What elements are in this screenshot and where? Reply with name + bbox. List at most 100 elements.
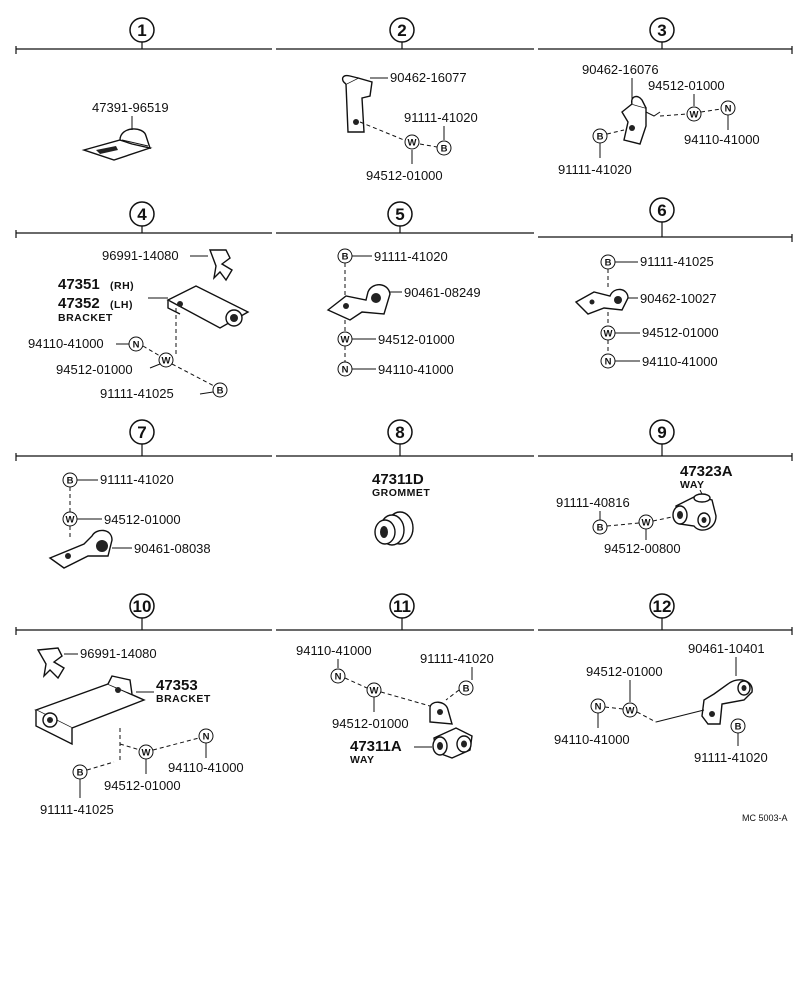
- part-label: 94512-01000: [642, 325, 719, 340]
- svg-text:B: B: [605, 258, 612, 269]
- part-label: 47352: [58, 295, 100, 312]
- way-part-drawing: [672, 493, 717, 531]
- grommet-part-drawing: [374, 511, 414, 546]
- panel-9: 9 47323A WAY 91111-40816 B W 94512-00800: [538, 419, 793, 556]
- part-label: 47323A: [680, 463, 733, 480]
- part-label: 91111-41025: [40, 802, 114, 817]
- part-label: 94512-01000: [586, 664, 663, 679]
- nut-symbol: [330, 668, 346, 684]
- svg-text:W: W: [370, 686, 379, 697]
- svg-text:GROMMET: GROMMET: [372, 487, 430, 499]
- panel-10: 10 96991-14080 47353 BRACKET W N 94110-4…: [15, 593, 272, 817]
- panel-number: 4: [137, 205, 147, 224]
- part-label: 94512-01000: [378, 332, 455, 347]
- part-label: 47311D: [372, 471, 424, 488]
- panel-7: 7 B 91111-41020 W 94512-01000 90461-0803…: [15, 419, 272, 569]
- svg-text:N: N: [605, 357, 612, 368]
- part-label: 90461-08038: [134, 541, 211, 556]
- part-label: 94512-01000: [104, 512, 181, 527]
- svg-text:B: B: [597, 132, 604, 143]
- svg-text:W: W: [142, 748, 151, 759]
- part-label: 94110-41000: [168, 760, 244, 775]
- panel-number: 11: [393, 597, 411, 616]
- svg-text:W: W: [690, 110, 699, 121]
- part-label: 90461-10401: [688, 641, 765, 656]
- panel-number: 3: [657, 21, 666, 40]
- panel-number: 6: [657, 201, 666, 220]
- bolt-symbol: [592, 519, 608, 535]
- washer-symbol: [686, 106, 702, 122]
- part-label: 94110-41000: [28, 336, 104, 351]
- svg-text:N: N: [335, 672, 342, 683]
- part-label: 94512-01000: [104, 778, 181, 793]
- clamp-part-drawing: [341, 74, 373, 133]
- part-label: 96991-14080: [80, 646, 157, 661]
- part-label: 94110-41000: [642, 354, 718, 369]
- panel-4: 4 96991-14080 47351 (RH) 47352 (LH) BRAC…: [15, 201, 272, 401]
- svg-text:N: N: [342, 365, 349, 376]
- svg-text:W: W: [604, 329, 613, 340]
- svg-text:B: B: [597, 523, 604, 534]
- figure-code: MC 5003-A: [742, 813, 788, 823]
- bolt-symbol: [436, 140, 452, 156]
- svg-text:W: W: [66, 515, 75, 526]
- clamp-part-drawing: [701, 679, 753, 725]
- clip-part-drawing: [36, 647, 65, 680]
- panel-11: 11 94110-41000 N 91111-41020 B W 94512-0…: [276, 593, 534, 766]
- svg-text:WAY: WAY: [680, 479, 704, 491]
- part-label: 90462-16076: [582, 62, 659, 77]
- bolt-symbol: [458, 680, 474, 696]
- way-part-drawing: [429, 701, 473, 759]
- part-label: 91111-41025: [100, 386, 174, 401]
- svg-text:W: W: [341, 335, 350, 346]
- part-label: 94110-41000: [554, 732, 630, 747]
- panel-8: 8 47311D GROMMET: [276, 419, 534, 546]
- washer-symbol: [158, 352, 174, 368]
- svg-text:BRACKET: BRACKET: [156, 693, 211, 705]
- svg-text:WAY: WAY: [350, 754, 374, 766]
- svg-text:(LH): (LH): [110, 299, 133, 311]
- svg-text:(RH): (RH): [110, 280, 134, 292]
- part-label: 47351: [58, 276, 100, 293]
- part-label: 91111-41025: [640, 254, 714, 269]
- svg-text:B: B: [441, 144, 448, 155]
- svg-text:N: N: [595, 702, 602, 713]
- panel-number: 10: [133, 597, 152, 616]
- part-label: 96991-14080: [102, 248, 179, 263]
- panel-number: 1: [137, 21, 146, 40]
- clamp-part-drawing: [574, 288, 629, 315]
- svg-text:N: N: [133, 340, 140, 351]
- svg-text:B: B: [463, 684, 470, 695]
- part-label: 90461-08249: [404, 285, 481, 300]
- svg-text:B: B: [77, 768, 84, 779]
- panel-1: 1 47391-96519: [15, 17, 272, 161]
- svg-text:W: W: [408, 138, 417, 149]
- panel-12: 12 90461-10401 94512-01000 W N 94110-410…: [538, 593, 793, 765]
- panel-6: 6 B 91111-41025 90462-10027 W 94512-0100…: [538, 197, 793, 369]
- part-label: 91111-41020: [558, 162, 632, 177]
- washer-symbol: [622, 702, 638, 718]
- part-label: 47311A: [350, 738, 402, 755]
- svg-text:B: B: [342, 252, 349, 263]
- svg-text:N: N: [725, 104, 732, 115]
- part-label: 91111-41020: [694, 750, 768, 765]
- panel-number: 7: [137, 423, 146, 442]
- bolt-symbol: [212, 382, 228, 398]
- svg-text:N: N: [203, 732, 210, 743]
- part-label: 94512-00800: [604, 541, 681, 556]
- washer-symbol: [404, 134, 420, 150]
- panel-3: 3 90462-16076 94512-01000 W N 94110-4100…: [538, 17, 793, 177]
- part-label: 47353: [156, 677, 198, 694]
- bracket-part-drawing: [166, 285, 250, 329]
- part-label: 91111-41020: [420, 651, 494, 666]
- part-label: 94512-01000: [648, 78, 725, 93]
- part-label: 91111-41020: [374, 249, 448, 264]
- clamp-part-drawing: [326, 284, 391, 321]
- svg-text:B: B: [67, 476, 74, 487]
- part-label: 91111-41020: [100, 472, 174, 487]
- part-label: 94512-01000: [366, 168, 443, 183]
- part-label: 90462-16077: [390, 70, 467, 85]
- svg-text:W: W: [626, 706, 635, 717]
- clamp-part-drawing: [48, 529, 113, 569]
